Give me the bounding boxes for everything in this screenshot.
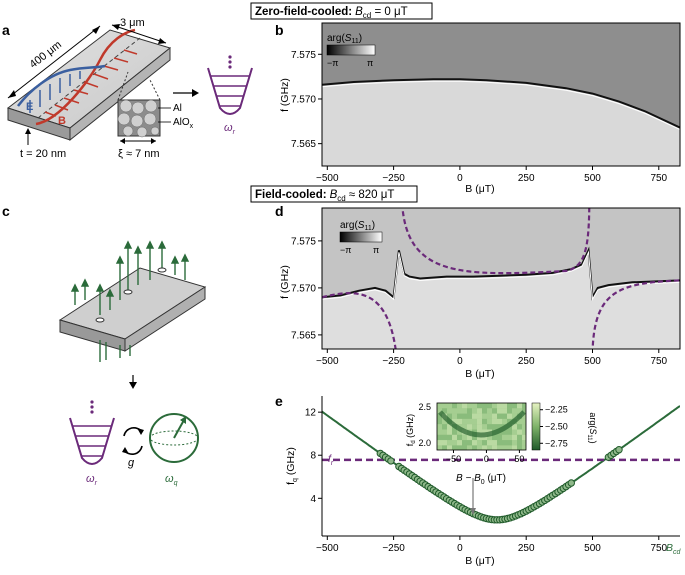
qubit-bloch-sphere: ωq — [149, 413, 199, 487]
panel-b-cb-min: −π — [327, 58, 338, 68]
panel-d-plot: arg(S11) −π π −500 −250 0 250 500 750 7.565 7.5… — [279, 207, 681, 380]
y-tick-label: 7.575 — [291, 236, 316, 247]
grain-inset — [117, 71, 161, 138]
inset-x-tick-label: −50 — [446, 454, 461, 464]
x-tick-label: 500 — [584, 356, 601, 367]
x-tick-label: −250 — [382, 543, 405, 554]
x-tick-label: 750 — [650, 173, 667, 184]
x-tick-label: −500 — [316, 543, 339, 554]
thickness-label: t = 20 nm — [20, 148, 66, 160]
y-tick-label: 7.570 — [291, 283, 316, 294]
width-arrow — [111, 24, 167, 44]
y-tick-label: 7.565 — [291, 330, 316, 341]
x-tick-label: 250 — [518, 356, 535, 367]
electric-field-curve — [17, 64, 106, 107]
data-point — [387, 457, 395, 465]
panel-c-schematic — [58, 240, 207, 389]
bcd-label: Bcd — [666, 542, 682, 556]
x-tick-label: −250 — [382, 356, 405, 367]
panel-a-schematic: E B 400 μm 3 μm t = 20 nm Al AlOx ξ ≈ 7 … — [6, 17, 199, 160]
inset-cb-label: arg(S11) — [586, 412, 598, 443]
svg-text:ωq: ωq — [165, 473, 178, 487]
y-tick-label: 8 — [310, 451, 316, 462]
x-tick-label: 0 — [457, 173, 463, 184]
magnetic-field-curve — [35, 28, 136, 126]
data-point — [567, 479, 575, 487]
panel-b-xlabel: B (μT) — [465, 183, 494, 195]
panel-b-cb-max: π — [367, 58, 373, 68]
inset-x-tick-label: 0 — [484, 454, 489, 464]
length-label: 400 μm — [27, 39, 63, 71]
x-tick-label: 750 — [650, 543, 667, 554]
panel-label-c: c — [2, 203, 10, 219]
panel-d-colorbar: arg(S11) −π π — [339, 220, 383, 255]
panel-e-ylabel: fq (GHz) — [285, 447, 299, 485]
y-tick-label: 7.570 — [291, 94, 316, 105]
panel-label-e: e — [275, 393, 283, 409]
inset-x-tick-label: 50 — [514, 454, 524, 464]
banner-field-cooled: Field-cooled:Bcd ≈ 820 μT — [250, 185, 418, 203]
y-tick-label: 7.575 — [291, 50, 316, 61]
panel-d-cb-max: π — [373, 245, 379, 255]
x-tick-label: 250 — [518, 173, 535, 184]
electric-field-lines — [29, 71, 81, 113]
y-tick-label: 7.565 — [291, 139, 316, 150]
svg-text:Zero-field-cooled:Bcd = 0 μT: Zero-field-cooled:Bcd = 0 μT — [255, 6, 408, 20]
xi-label: ξ ≈ 7 nm — [118, 148, 160, 160]
panel-d-cb-min: −π — [340, 245, 351, 255]
x-tick-label: 0 — [457, 356, 463, 367]
al-label: Al — [173, 103, 182, 114]
panel-label-a: a — [2, 22, 10, 38]
svg-text:ωr: ωr — [224, 122, 236, 136]
inset-ytick: 2.5 — [418, 402, 431, 412]
panel-e-inset: 2.5 2.0 fd (GHz) −50 0 50 B − B0 (μT) −2.2… — [405, 402, 598, 515]
resonator-well-c: ωr — [69, 400, 115, 487]
svg-text:ωr: ωr — [86, 473, 98, 487]
x-tick-label: 500 — [584, 543, 601, 554]
fr-label: fr — [328, 453, 334, 467]
inset-cb-tick-label: −2.50 — [545, 422, 568, 432]
inset-dispersion-band — [438, 410, 526, 438]
x-tick-label: 250 — [518, 543, 535, 554]
panel-d-xlabel: B (μT) — [465, 368, 494, 380]
panel-d-ylabel: f (GHz) — [279, 265, 291, 299]
width-label: 3 μm — [120, 17, 145, 29]
alox-label: AlOx — [173, 117, 194, 130]
data-point — [615, 446, 623, 454]
length-arrow — [7, 25, 101, 99]
x-tick-label: −250 — [382, 173, 405, 184]
x-tick-label: −500 — [316, 356, 339, 367]
coupling-g-label: g — [128, 457, 135, 469]
x-tick-label: 750 — [650, 356, 667, 367]
x-tick-label: 0 — [457, 543, 463, 554]
B-field-label: B — [58, 115, 66, 127]
inset-cb-tick-label: −2.25 — [545, 405, 568, 415]
panel-label-d: d — [275, 203, 284, 219]
panel-b-ylabel: f (GHz) — [279, 78, 291, 112]
x-tick-label: 500 — [584, 173, 601, 184]
film-side-face — [69, 46, 171, 142]
inset-cb-tick-label: −2.75 — [545, 438, 568, 448]
coupling-arrows: g — [122, 427, 144, 469]
x-tick-label: −500 — [316, 173, 339, 184]
y-tick-label: 4 — [310, 494, 316, 505]
resonator-well-a: ωr — [207, 55, 253, 136]
inset-ylabel: fd (GHz) — [405, 414, 417, 446]
E-field-label: E — [26, 101, 33, 113]
panel-e-xlabel: B (μT) — [465, 555, 494, 567]
y-tick-label: 12 — [305, 408, 317, 419]
panel-label-b: b — [275, 22, 284, 38]
inset-ytick: 2.0 — [418, 438, 431, 448]
banner-zero-field-cooled: Zero-field-cooled:Bcd = 0 μT — [250, 2, 433, 20]
inset-xlabel: B − B0 (μT) — [456, 473, 506, 486]
svg-text:Field-cooled:Bcd ≈ 820 μT: Field-cooled:Bcd ≈ 820 μT — [255, 189, 394, 203]
